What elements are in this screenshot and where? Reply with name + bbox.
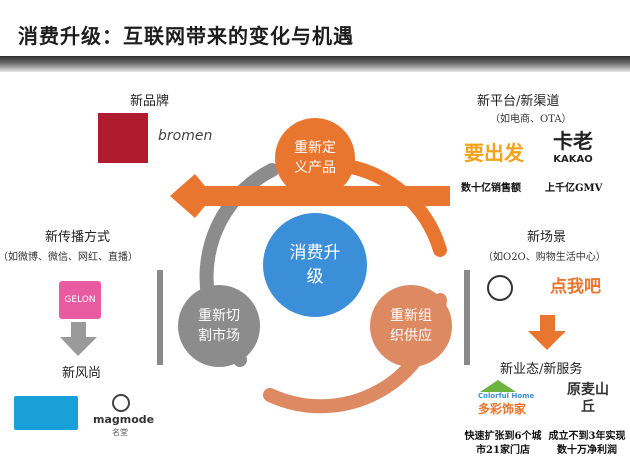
new-platform-subheading: （如电商、OTA）	[490, 114, 572, 125]
page-title: 消费升级：互联网带来的变化与机遇	[18, 24, 354, 48]
magmode-logo-cn: 名堂	[112, 428, 128, 437]
title-divider-bar	[0, 56, 630, 72]
yaochufa-logo: 要出发	[462, 131, 526, 171]
scene-logo-round	[487, 275, 513, 301]
right-bracket-line	[464, 270, 470, 365]
dianwoba-logo: 点我吧	[550, 277, 601, 297]
new-trend-heading: 新风尚	[62, 366, 102, 381]
new-scene-subheading: （如O2O、购物生活中心）	[483, 252, 606, 263]
cycle-node-left-label: 重新切割市场	[198, 308, 240, 344]
platform-caption-sales: 数十亿销售额	[461, 183, 521, 194]
cycle-node-top: 重新定义产品	[275, 118, 355, 198]
right-down-arrow	[528, 315, 566, 350]
cycle-node-right-label: 重新组织供应	[390, 308, 432, 344]
business-caption-1: 快速扩张到6个城市21家门店	[464, 431, 542, 456]
cycle-center-label: 消费升级	[289, 243, 341, 287]
colorful-home-roof-icon	[480, 380, 516, 392]
gelon-logo-text: GELON	[64, 295, 96, 305]
left-bracket-line	[157, 270, 163, 365]
magmode-logo: magmode	[93, 413, 155, 426]
cycle-node-top-label: 重新定义产品	[294, 140, 336, 176]
colorful-home-cn: 多彩饰家	[478, 402, 527, 416]
new-channel-heading: 新传播方式	[45, 230, 111, 245]
colorful-home-logo: Colorful Home 多彩饰家	[478, 380, 558, 420]
trend-logo-blue	[14, 396, 78, 430]
cycle-node-left: 重新切割市场	[178, 285, 260, 367]
platform-caption-gmv: 上千亿GMV	[545, 183, 603, 194]
new-business-heading: 新业态/新服务	[500, 362, 583, 377]
gelon-logo: GELON	[59, 281, 101, 319]
colorful-home-en: Colorful Home	[478, 392, 535, 400]
left-down-arrow	[60, 322, 97, 356]
cycle-center: 消费升级	[263, 213, 367, 317]
new-brand-heading: 新品牌	[130, 94, 170, 109]
yaochufa-logo-text: 要出发	[464, 140, 524, 165]
kakao-logo-cn: 卡老	[553, 129, 593, 153]
bromen-logo: bromen	[158, 128, 213, 144]
kakao-logo: 卡老 KAKAO	[542, 128, 604, 172]
new-platform-heading: 新平台/新渠道	[477, 94, 560, 109]
business-caption-2: 成立不到3年实现数十万净利润	[548, 431, 626, 456]
kakao-logo-en: KAKAO	[553, 154, 593, 165]
cycle-node-right: 重新组织供应	[370, 285, 452, 367]
new-channel-subheading: （如微博、微信、网红、直播）	[0, 252, 138, 263]
yuanmai-logo: 原麦山丘	[567, 382, 609, 415]
magmode-logo-icon	[112, 394, 130, 412]
brand-logo-seal	[98, 113, 148, 163]
new-scene-heading: 新场景	[527, 230, 567, 245]
